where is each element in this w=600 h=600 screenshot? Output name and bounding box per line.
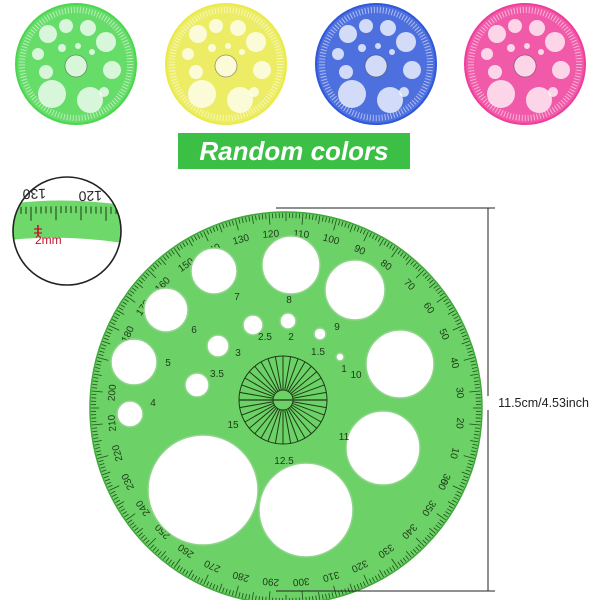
- hole-label-2: 2: [288, 332, 294, 343]
- template-hole-9: [324, 259, 386, 321]
- template-hole-35: [184, 372, 210, 398]
- degree-label-290: 290: [262, 575, 280, 587]
- hole-label-125: 12.5: [274, 456, 294, 467]
- hole-label-4: 4: [150, 398, 156, 409]
- hole-label-9: 9: [334, 322, 340, 333]
- hole-label-15: 1.5: [311, 347, 325, 358]
- template-hole-7: [190, 247, 238, 295]
- hole-label-8: 8: [286, 295, 292, 306]
- hole-label-35: 3.5: [210, 369, 224, 380]
- variant-green: [15, 3, 137, 125]
- variant-pink: [464, 3, 586, 125]
- hole-label-7: 7: [234, 292, 240, 303]
- dimension-label: 11.5cm/4.53inch: [487, 396, 600, 410]
- template-hole-25: [242, 314, 264, 336]
- zoom-tick-130: 130: [22, 186, 46, 203]
- degree-label-0: 0: [437, 477, 450, 487]
- hole-label-3: 3: [235, 348, 241, 359]
- degree-label-100: 100: [322, 233, 341, 248]
- degree-label-90: 90: [352, 243, 367, 258]
- hole-label-155: 15: [227, 420, 239, 431]
- hole-label-6: 6: [191, 325, 197, 336]
- hole-label-10: 10: [350, 370, 362, 381]
- degree-label-300: 300: [292, 575, 310, 587]
- template-hole-4: [116, 400, 144, 428]
- degree-label-40: 40: [447, 356, 461, 370]
- degree-label-10: 10: [447, 446, 461, 460]
- degree-label-200: 200: [107, 384, 119, 402]
- template-hole-11: [345, 410, 421, 486]
- degree-label-50: 50: [436, 327, 451, 342]
- template-hole-2: [279, 312, 297, 330]
- color-variants: [15, 3, 586, 125]
- zoom-inset: 130 120 2mm: [12, 176, 122, 286]
- degree-label-210: 210: [107, 414, 119, 432]
- zoom-circle: [12, 176, 122, 286]
- degree-label-280: 280: [231, 568, 250, 583]
- template-hole-8: [261, 235, 321, 295]
- degree-label-20: 20: [453, 417, 465, 429]
- measure-label: 2mm: [35, 233, 62, 247]
- template-hole-1: [335, 352, 345, 362]
- degree-label-130: 130: [232, 232, 251, 247]
- variant-blue: [315, 3, 437, 125]
- degree-label-310: 310: [321, 568, 340, 583]
- random-colors-banner: Random colors: [178, 133, 410, 169]
- hole-label-1: 1: [341, 364, 347, 375]
- degree-label-220: 220: [110, 443, 125, 462]
- zoom-tick-120: 120: [78, 188, 102, 205]
- template-hole-6: [143, 287, 189, 333]
- template-hole-5: [110, 338, 158, 386]
- template-hole-3: [206, 334, 230, 358]
- template-hole-125: [258, 462, 354, 558]
- template-hole-15: [313, 327, 327, 341]
- hole-label-25: 2.5: [258, 332, 272, 343]
- hole-label-11: 11: [339, 432, 350, 443]
- hole-label-5: 5: [165, 358, 171, 369]
- template-hole-10: [365, 329, 435, 399]
- degree-label-120: 120: [262, 229, 280, 241]
- template-hole-155: [147, 434, 259, 546]
- degree-label-30: 30: [453, 387, 465, 399]
- variant-yellow: [165, 3, 287, 125]
